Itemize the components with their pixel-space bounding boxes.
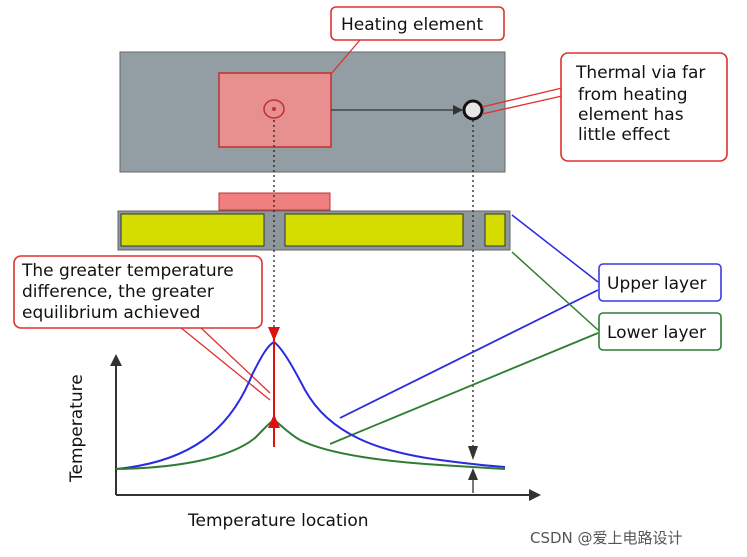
- x-axis-label: Temperature location: [187, 511, 369, 531]
- callout-box-heating: [330, 6, 505, 41]
- y-axis-label: Temperature: [67, 374, 87, 483]
- callout-thermal-via-line-1: Thermal via far: [575, 63, 705, 83]
- callout-box-via: [560, 52, 728, 162]
- watermark: CSDN @爱上电路设计: [530, 529, 683, 547]
- callout-leader-via-2: [481, 95, 563, 115]
- callout-box-lower-layer: [598, 312, 722, 351]
- difference-arrow-top: [268, 327, 280, 341]
- callout-difference-line-3: equilibrium achieved: [22, 303, 200, 323]
- leader-upper-layer-curve: [339, 289, 599, 419]
- callout-thermal-via-line-2: from heating: [578, 85, 688, 105]
- callout-leader-heating: [330, 39, 361, 75]
- via-arrow-up: [468, 468, 478, 480]
- upper-layer-curve: [115, 340, 506, 470]
- copper-segment-left: [120, 213, 265, 247]
- copper-segment-middle: [284, 213, 464, 247]
- callout-leader-difference-2: [199, 326, 271, 394]
- heat-source-circle: [263, 99, 285, 119]
- callout-box-upper-layer: [598, 263, 722, 302]
- lower-layer-curve: [115, 418, 506, 470]
- callout-lower-layer: Lower layer: [607, 323, 706, 343]
- callout-upper-layer: Upper layer: [607, 274, 707, 294]
- leader-upper-layer-top: [511, 214, 599, 283]
- callout-leader-difference-1: [179, 326, 271, 401]
- copper-segment-right: [484, 213, 506, 247]
- thermal-via-circle: [462, 99, 484, 121]
- callout-difference-line-1: The greater temperature: [21, 261, 234, 281]
- callout-thermal-via-line-3: element has: [578, 105, 684, 125]
- callout-difference-line-2: difference, the greater: [22, 282, 214, 302]
- callout-leader-via: [481, 87, 563, 108]
- leader-lower-layer-top: [511, 251, 599, 331]
- callout-thermal-via-line-4: little effect: [578, 125, 670, 145]
- via-arrow-down: [468, 446, 478, 460]
- leader-lower-layer-curve: [329, 332, 599, 445]
- heat-source-dot: [272, 107, 276, 111]
- callout-box-difference: [13, 255, 263, 329]
- difference-arrow-bottom: [268, 414, 280, 428]
- callout-heating-element: Heating element: [341, 15, 483, 35]
